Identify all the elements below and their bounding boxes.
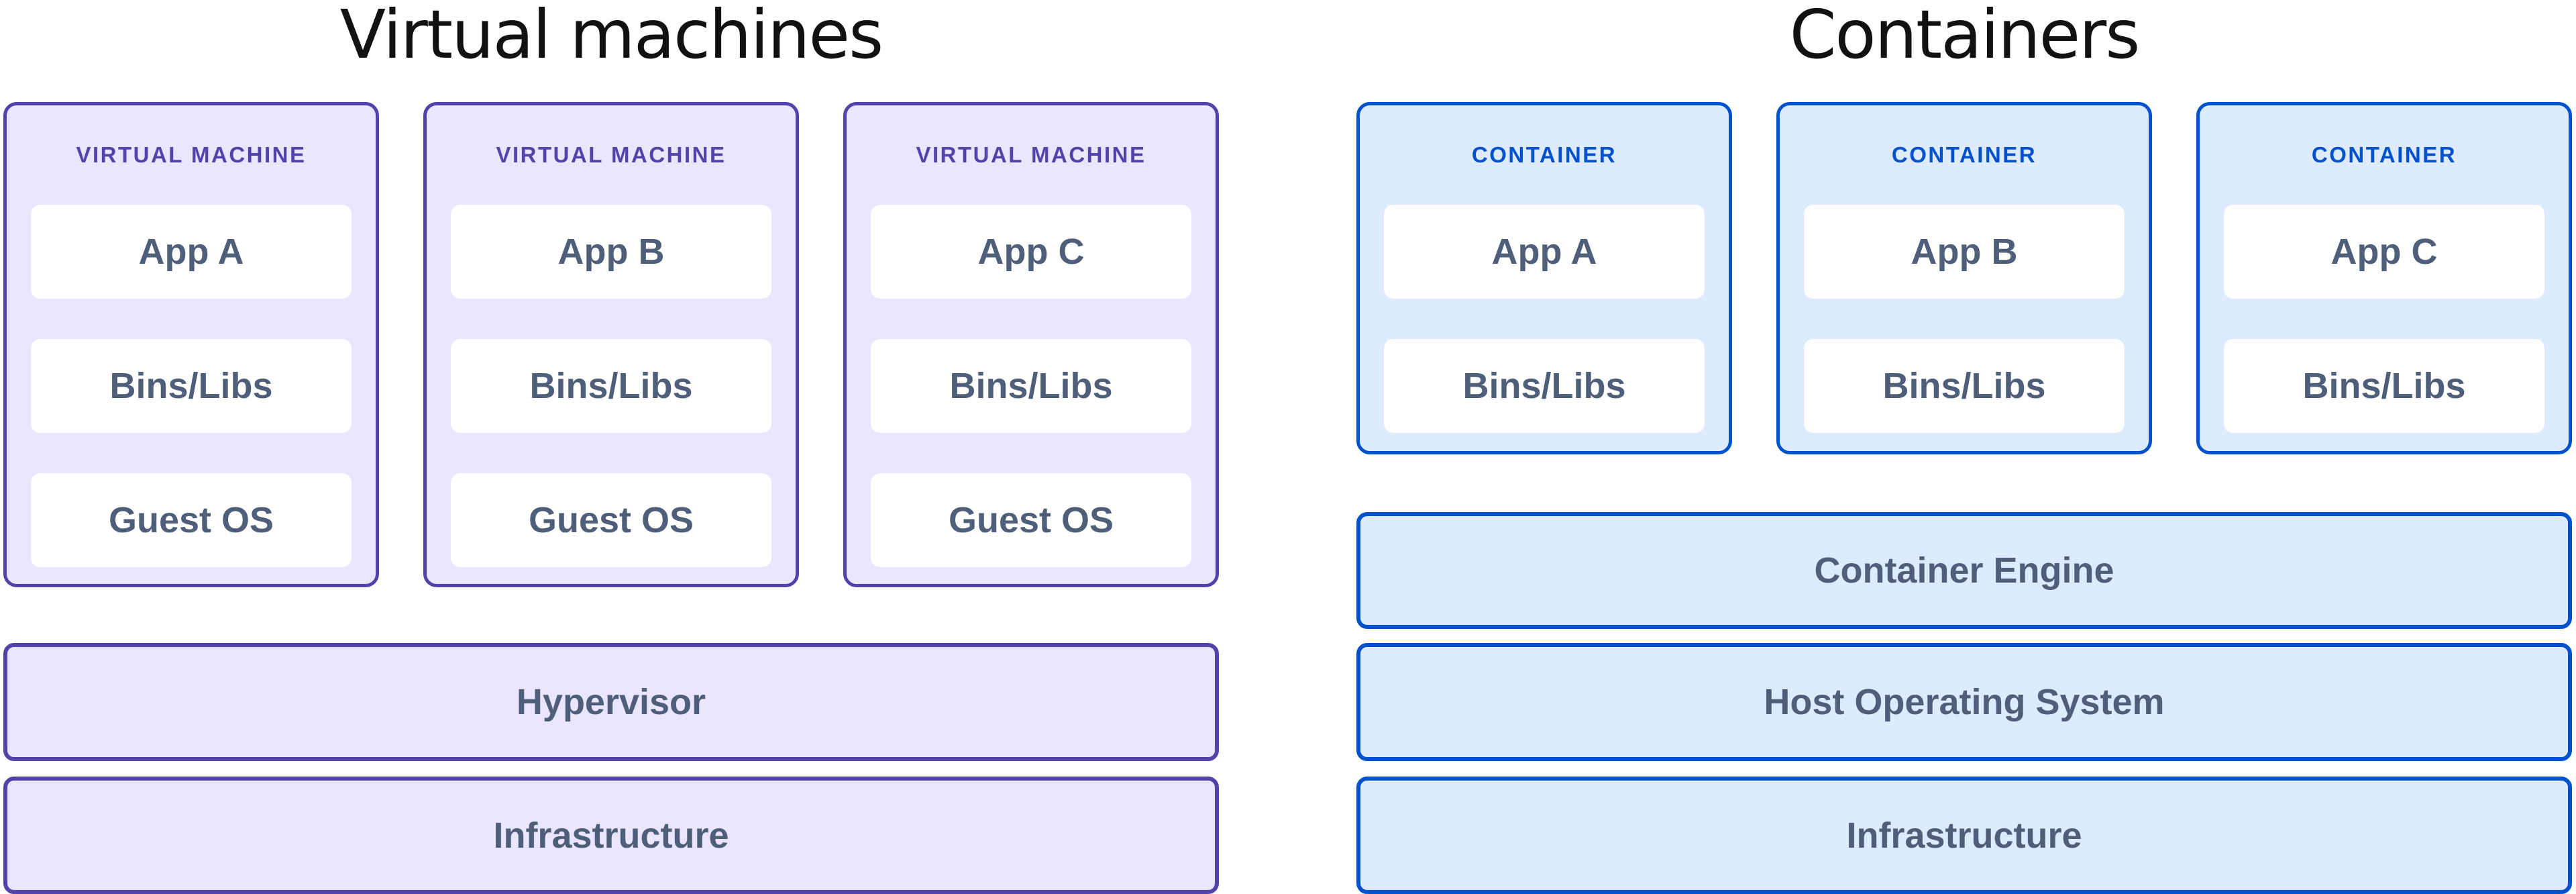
layer-box-app: App A — [31, 205, 352, 299]
layer-box-app: App C — [871, 205, 1191, 299]
layer-label: App A — [1491, 232, 1597, 272]
vm-infrastructure-bar: Infrastructure — [3, 777, 1219, 894]
container-card-header: CONTAINER — [1471, 142, 1617, 167]
container-infrastructure-bar: Infrastructure — [1356, 777, 2572, 894]
vm-card: VIRTUAL MACHINE App C Bins/Libs Guest OS — [843, 102, 1219, 587]
vm-section-title: Virtual machines — [339, 0, 883, 74]
container-card: CONTAINER App C Bins/Libs — [2196, 102, 2572, 454]
layer-label: App B — [557, 232, 665, 272]
layer-box-app: App B — [451, 205, 771, 299]
bar-label: Container Engine — [1814, 550, 2114, 591]
layer-label: Bins/Libs — [949, 366, 1113, 406]
layer-label: App B — [1911, 232, 2018, 272]
container-card-header: CONTAINER — [2311, 142, 2457, 167]
layer-box-bins-libs: Bins/Libs — [1384, 339, 1705, 433]
layer-label: Guest OS — [528, 500, 694, 540]
layer-box-bins-libs: Bins/Libs — [451, 339, 771, 433]
layer-box-guest-os: Guest OS — [871, 473, 1191, 567]
layer-label: App C — [2330, 232, 2438, 272]
bar-label: Infrastructure — [1846, 815, 2082, 856]
layer-label: Guest OS — [948, 500, 1114, 540]
layer-box-app: App A — [1384, 205, 1705, 299]
vm-card-header: VIRTUAL MACHINE — [76, 142, 307, 167]
layer-box-app: App C — [2224, 205, 2544, 299]
layer-label: Bins/Libs — [2302, 366, 2466, 406]
layer-box-guest-os: Guest OS — [31, 473, 352, 567]
layer-label: App A — [138, 232, 244, 272]
bar-label: Infrastructure — [493, 815, 729, 856]
layer-label: Bins/Libs — [1882, 366, 2046, 406]
layer-box-app: App B — [1804, 205, 2125, 299]
hypervisor-bar: Hypervisor — [3, 643, 1219, 761]
bar-label: Hypervisor — [516, 682, 706, 722]
layer-label: Bins/Libs — [109, 366, 273, 406]
host-operating-system-bar: Host Operating System — [1356, 643, 2572, 761]
vm-card: VIRTUAL MACHINE App A Bins/Libs Guest OS — [3, 102, 379, 587]
layer-box-bins-libs: Bins/Libs — [1804, 339, 2125, 433]
container-engine-bar: Container Engine — [1356, 512, 2572, 629]
layer-box-bins-libs: Bins/Libs — [2224, 339, 2544, 433]
vm-card-header: VIRTUAL MACHINE — [916, 142, 1146, 167]
vm-card: VIRTUAL MACHINE App B Bins/Libs Guest OS — [423, 102, 799, 587]
layer-label: Bins/Libs — [1462, 366, 1626, 406]
layer-box-bins-libs: Bins/Libs — [31, 339, 352, 433]
bar-label: Host Operating System — [1764, 682, 2165, 722]
vm-card-header: VIRTUAL MACHINE — [496, 142, 727, 167]
layer-label: Bins/Libs — [529, 366, 693, 406]
container-card-header: CONTAINER — [1891, 142, 2037, 167]
container-card: CONTAINER App B Bins/Libs — [1776, 102, 2152, 454]
layer-label: App C — [977, 232, 1085, 272]
containers-section-title: Containers — [1789, 0, 2141, 74]
layer-label: Guest OS — [108, 500, 274, 540]
container-card: CONTAINER App A Bins/Libs — [1356, 102, 1732, 454]
layer-box-bins-libs: Bins/Libs — [871, 339, 1191, 433]
layer-box-guest-os: Guest OS — [451, 473, 771, 567]
